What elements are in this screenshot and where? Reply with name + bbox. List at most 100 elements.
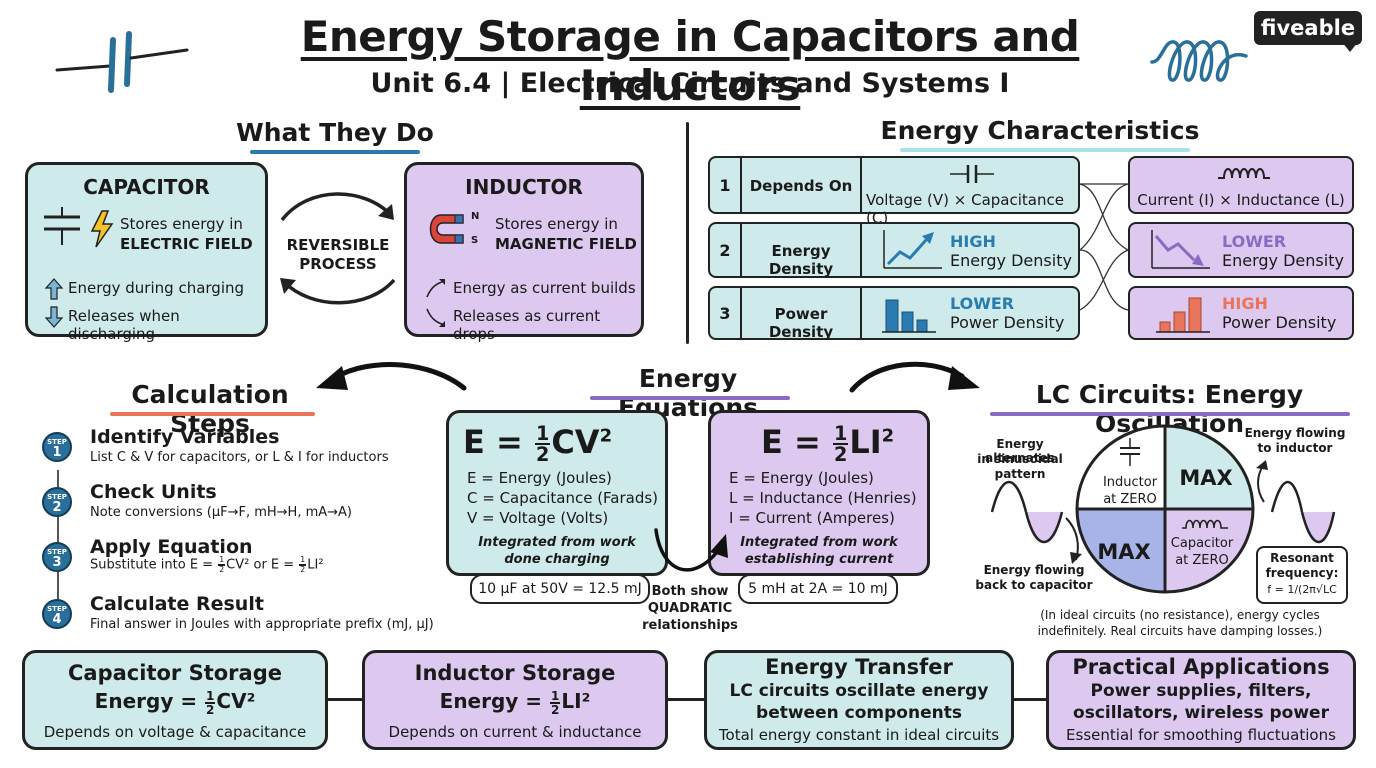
flow-to-arrow [1256, 460, 1268, 503]
equation-exponent: 2 [881, 425, 895, 447]
trend-up-chart-icon [883, 230, 942, 269]
lc-alternates-2: in sinusoidal [977, 452, 1063, 466]
sine-wave-right-icon [1270, 480, 1336, 544]
resonant-label-2: frequency: [1265, 566, 1339, 580]
step-4-badge: STEP 4 [42, 599, 72, 629]
step-number: 1 [52, 445, 62, 460]
page-subtitle: Unit 6.4 | Electrical Circuits and Syste… [370, 68, 1010, 99]
curved-arrow-left-icon [316, 362, 467, 391]
quadrant-inductor-zero-1: Inductor [1102, 475, 1158, 490]
row-number: 2 [719, 241, 731, 260]
arrow-up-icon [44, 278, 64, 300]
row-ind-level: HIGH [1222, 294, 1268, 313]
fraction-numerator: 1 [550, 688, 561, 704]
inductor-var-e: E = Energy (Joules) [729, 469, 874, 487]
characteristics-row-1: 1 Depends On Voltage (V) × Capacitance (… [708, 156, 1080, 227]
inductor-note-1: Integrated from work [740, 535, 898, 550]
step-1-desc: List C & V for capacitors, or L & I for … [90, 450, 389, 465]
step-word: STEP [47, 438, 67, 446]
resonant-frequency-box: Resonant frequency: f = 1/(2π√LC [1256, 546, 1348, 604]
step-1-title: Identify Variables [90, 426, 280, 448]
lightning-icon [90, 210, 114, 248]
step-3-desc-post: LI² [307, 557, 324, 573]
heading-underline [590, 396, 790, 400]
heading-underline [110, 412, 315, 416]
summary-title: Inductor Storage [414, 661, 616, 685]
summary-equation-post: LI² [561, 689, 591, 713]
magnet-n-label: N [471, 211, 480, 222]
characteristics-row-2-inductor: LOWER Energy Density [1128, 222, 1354, 278]
resonant-label-1: Resonant [1270, 551, 1334, 565]
heading-underline [900, 148, 1190, 152]
equation-left: E = [463, 423, 534, 461]
row-divider [740, 224, 742, 276]
inductor-field-text: MAGNETIC FIELD [495, 235, 637, 253]
fraction-denominator: 2 [833, 443, 848, 466]
lc-flow-to-1: Energy flowing [1244, 426, 1346, 440]
characteristics-row-3-inductor: HIGH Power Density [1128, 286, 1354, 340]
magnet-icon [429, 214, 464, 244]
step-number: 2 [52, 500, 62, 515]
row-label: Depends On [749, 177, 853, 195]
quadrant-max-top: MAX [1179, 466, 1233, 490]
fraction-numerator: 1 [218, 555, 226, 566]
equation-right: CV [551, 423, 600, 461]
capacitor-plates-icon [44, 207, 80, 245]
arrow-down-icon [44, 306, 64, 328]
magnet-s-label: S [471, 235, 479, 246]
capacitor-stores-text: Stores energy in [120, 215, 243, 233]
fraction-numerator: 1 [534, 421, 551, 445]
inductor-note-2: establishing current [744, 552, 894, 567]
quadrant-max-bottom: MAX [1097, 540, 1151, 564]
equation-exponent: 2 [599, 425, 613, 447]
capacitor-var-c: C = Capacitance (Farads) [467, 489, 659, 507]
row-cap-level: LOWER [950, 294, 1015, 313]
brand-logo-tail [1342, 42, 1358, 52]
step-4-title: Calculate Result [90, 593, 264, 615]
summary-line-1: LC circuits oscillate energy [729, 681, 989, 701]
equation-right: LI [849, 423, 882, 461]
capacitor-title: CAPACITOR [83, 175, 210, 199]
step-number: 4 [52, 612, 62, 627]
inductor-coil-icon [1150, 40, 1248, 82]
fraction-numerator: 1 [299, 555, 307, 566]
reversible-text-1: REVERSIBLE [286, 236, 390, 254]
capacitor-mini-icon [1120, 438, 1140, 466]
brand-logo: fiveable [1254, 11, 1362, 45]
quadratic-text-3: relationships [642, 618, 738, 633]
step-word: STEP [47, 493, 67, 501]
lc-flow-back-2: back to capacitor [975, 578, 1093, 592]
heading-underline [990, 412, 1350, 416]
capacitor-var-v: V = Voltage (Volts) [467, 509, 609, 527]
sine-wave-left-icon [990, 480, 1064, 544]
row-divider [860, 288, 862, 338]
step-4-desc: Final answer in Joules with appropriate … [90, 617, 434, 632]
quadratic-link-arrow [654, 528, 728, 572]
curve-arrow-up-icon [426, 279, 446, 298]
what-they-do-heading: What They Do [236, 118, 434, 147]
inductor-small-icon [1218, 168, 1270, 179]
fraction-numerator: 1 [205, 688, 216, 704]
capacitor-example: 10 μF at 50V = 12.5 mJ [470, 574, 650, 604]
curve-arrow-down-icon [426, 308, 446, 327]
resonant-formula: f = 1/(2π√LC [1267, 583, 1337, 596]
summary-equation-pre: Energy = [94, 689, 205, 713]
equation-left: E = [761, 423, 832, 461]
capacitor-charge-text: Energy during charging [68, 279, 245, 297]
row-label: Power Density [768, 305, 834, 341]
inductor-mini-icon [1182, 519, 1228, 529]
heading-underline [250, 150, 420, 154]
reversible-arrows-icon [280, 192, 396, 305]
fraction-denominator: 2 [551, 702, 560, 717]
page-title: Energy Storage in Capacitors and Inducto… [300, 12, 1080, 110]
capacitor-field-text: ELECTRIC FIELD [120, 235, 253, 253]
fraction-denominator: 2 [535, 443, 550, 466]
quadrant-capacitor-zero-2: at ZERO [1175, 553, 1229, 568]
summary-practical-applications: Practical Applications Power supplies, f… [1046, 650, 1356, 750]
lc-alternates-3: pattern [994, 467, 1046, 481]
